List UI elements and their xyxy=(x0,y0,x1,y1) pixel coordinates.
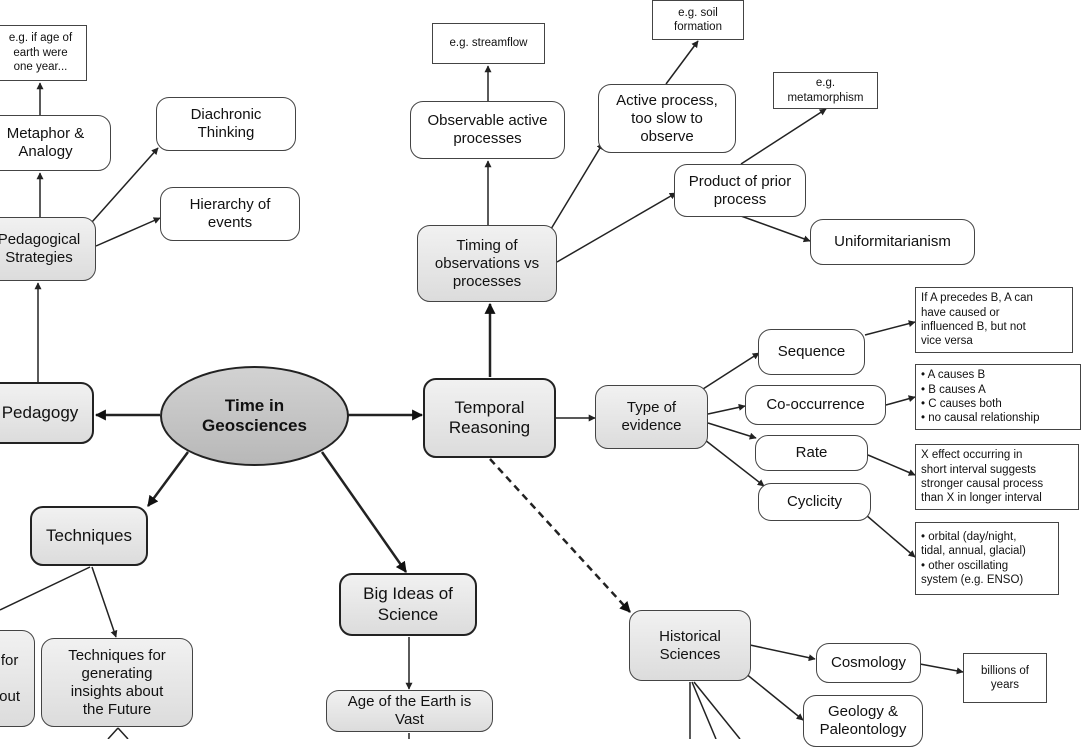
node-big-ideas-of-science[interactable]: Big Ideas of Science xyxy=(339,573,477,636)
edge-historical-down-3 xyxy=(693,681,741,739)
node-pedagogy[interactable]: Pedagogy xyxy=(0,382,94,444)
edge-historical-down-2 xyxy=(691,681,717,739)
node-eg-soil-formation[interactable]: e.g. soil formation xyxy=(652,0,744,40)
node-observable-active-processes[interactable]: Observable active processes xyxy=(410,101,565,159)
node-cyclicity[interactable]: Cyclicity xyxy=(758,483,871,521)
edge-evidence-cooccurrence xyxy=(707,403,746,415)
edge-techniques-left xyxy=(0,566,91,611)
node-partial-left[interactable]: for out xyxy=(0,630,35,727)
note-co-occurrence[interactable]: • A causes B • B causes A • C causes bot… xyxy=(915,364,1081,430)
edge-temporal-historical xyxy=(489,458,631,613)
edge-center-bigideas xyxy=(320,451,408,573)
node-diachronic-thinking[interactable]: Diachronic Thinking xyxy=(156,97,296,151)
node-billions-of-years[interactable]: billions of years xyxy=(963,653,1047,703)
edge-timing-product xyxy=(556,192,677,263)
node-time-in-geosciences[interactable]: Time in Geosciences xyxy=(160,366,349,466)
edge-evidence-cyclicity xyxy=(704,439,765,487)
edge-sequence-note xyxy=(864,320,916,336)
node-pedagogical-strategies[interactable]: Pedagogical Strategies xyxy=(0,217,96,281)
edge-cyclicity-note xyxy=(865,514,916,558)
node-techniques-future[interactable]: Techniques for generating insights about… xyxy=(41,638,193,727)
edge-strategies-diachronic xyxy=(91,147,159,223)
edge-cooccurrence-note xyxy=(885,395,916,406)
edge-active-soil xyxy=(665,40,699,85)
edge-strategies-hierarchy xyxy=(95,217,161,247)
node-eg-metamorphism[interactable]: e.g. metamorphism xyxy=(773,72,878,109)
node-sequence[interactable]: Sequence xyxy=(758,329,865,375)
edge-evidence-sequence xyxy=(702,352,760,390)
node-age-of-earth-vast[interactable]: Age of the Earth is Vast xyxy=(326,690,493,732)
node-hierarchy-of-events[interactable]: Hierarchy of events xyxy=(160,187,300,241)
note-rate[interactable]: X effect occurring in short interval sug… xyxy=(915,444,1079,510)
edge-evidence-rate xyxy=(707,422,757,440)
node-timing-of-observations[interactable]: Timing of observations vs processes xyxy=(417,225,557,302)
edge-techniques-future xyxy=(91,566,118,638)
node-eg-streamflow[interactable]: e.g. streamflow xyxy=(432,23,545,64)
node-rate[interactable]: Rate xyxy=(755,435,868,471)
node-uniformitarianism[interactable]: Uniformitarianism xyxy=(810,219,975,265)
node-eg-age-of-earth[interactable]: e.g. if age of earth were one year... xyxy=(0,25,87,81)
node-cosmology[interactable]: Cosmology xyxy=(816,643,921,683)
node-type-of-evidence[interactable]: Type of evidence xyxy=(595,385,708,449)
edge-product-metamorphism xyxy=(740,108,827,165)
edge-future-down-2 xyxy=(117,727,129,739)
note-cyclicity[interactable]: • orbital (day/night, tidal, annual, gla… xyxy=(915,522,1059,595)
node-techniques[interactable]: Techniques xyxy=(30,506,148,566)
edge-cosmology-billions xyxy=(919,663,964,675)
edge-future-down-1 xyxy=(107,727,119,739)
node-co-occurrence[interactable]: Co-occurrence xyxy=(745,385,886,425)
edge-timing-active xyxy=(550,142,604,230)
edge-historical-cosmology xyxy=(749,644,816,662)
node-historical-sciences[interactable]: Historical Sciences xyxy=(629,610,751,681)
node-metaphor-analogy[interactable]: Metaphor & Analogy xyxy=(0,115,111,171)
edge-center-techniques xyxy=(146,451,190,507)
node-temporal-reasoning[interactable]: Temporal Reasoning xyxy=(423,378,556,458)
node-active-process-too-slow[interactable]: Active process, too slow to observe xyxy=(598,84,736,153)
edge-rate-note xyxy=(867,454,916,476)
edge-historical-geology xyxy=(744,672,804,721)
edge-product-uniform xyxy=(740,215,811,243)
node-product-of-prior-process[interactable]: Product of prior process xyxy=(674,164,806,217)
node-geology-paleontology[interactable]: Geology & Paleontology xyxy=(803,695,923,747)
note-sequence[interactable]: If A precedes B, A can have caused or in… xyxy=(915,287,1073,353)
